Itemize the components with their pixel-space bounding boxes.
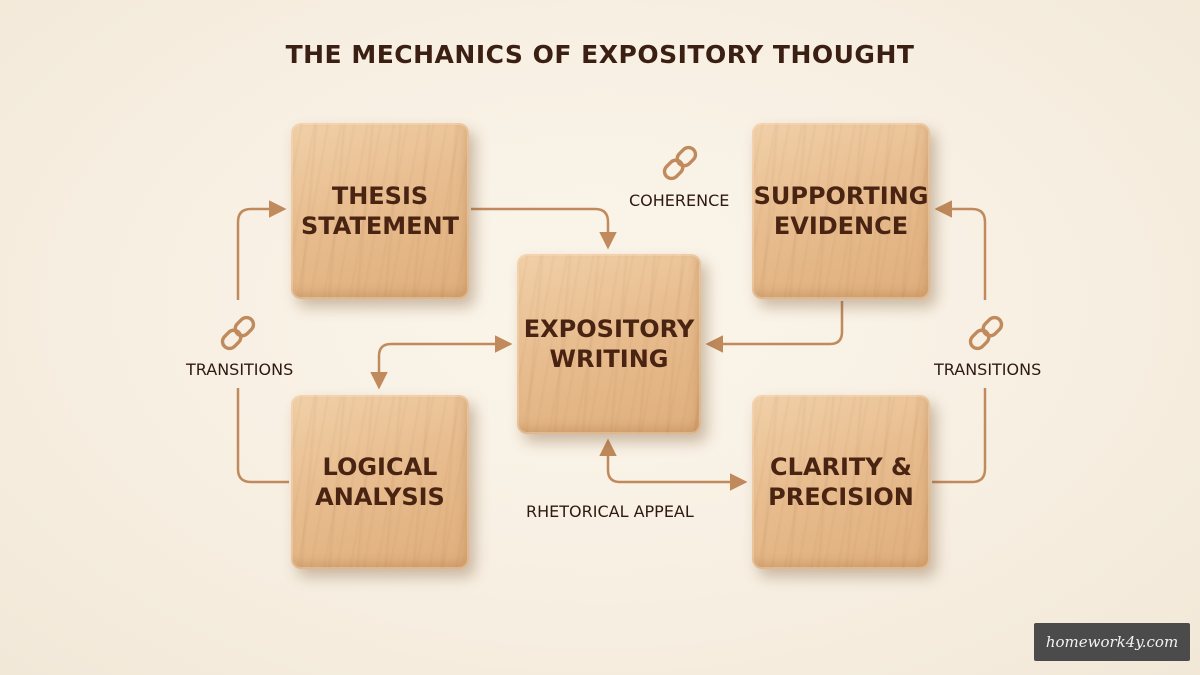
block-logical-line1: LOGICAL [322, 453, 438, 481]
block-clarity-label: CLARITY & PRECISION [758, 452, 924, 512]
block-evidence-line1: SUPPORTING [753, 182, 929, 210]
block-clarity-precision: CLARITY & PRECISION [752, 395, 930, 569]
block-center-line1: EXPOSITORY [523, 315, 695, 343]
block-thesis-line2: STATEMENT [301, 212, 460, 240]
line-clarity-to-evidence-lower [932, 388, 987, 484]
block-evidence-line2: EVIDENCE [773, 212, 909, 240]
label-coherence: COHERENCE [629, 191, 730, 210]
label-transitions-left: TRANSITIONS [186, 360, 294, 379]
block-thesis-line1: THESIS [331, 182, 429, 210]
block-expository-writing: EXPOSITORY WRITING [517, 254, 701, 434]
block-logical-line2: ANALYSIS [315, 483, 445, 511]
block-center-label: EXPOSITORY WRITING [514, 314, 704, 374]
arrow-center-clarity [599, 438, 748, 491]
link-icon [968, 315, 1004, 351]
label-rhetorical-appeal: RHETORICAL APPEAL [526, 502, 694, 521]
label-transitions-right: TRANSITIONS [934, 360, 1042, 379]
arrow-center-logical [370, 335, 513, 390]
block-supporting-evidence: SUPPORTING EVIDENCE [752, 123, 930, 299]
arrow-clarity-to-evidence-upper [934, 200, 987, 300]
block-logical-analysis: LOGICAL ANALYSIS [291, 395, 469, 569]
block-evidence-label: SUPPORTING EVIDENCE [744, 181, 939, 241]
block-thesis-label: THESIS STATEMENT [291, 181, 469, 241]
link-icon [220, 315, 256, 351]
block-clarity-line2: PRECISION [768, 483, 914, 511]
block-thesis-statement: THESIS STATEMENT [291, 123, 469, 299]
block-clarity-line1: CLARITY & [770, 453, 912, 481]
arrow-thesis-to-center [471, 207, 617, 250]
block-center-line2: WRITING [549, 345, 669, 373]
arrow-logical-to-thesis-upper [236, 200, 287, 300]
diagram-title: THE MECHANICS OF EXPOSITORY THOUGHT [285, 40, 915, 69]
arrow-evidence-to-center [705, 301, 844, 353]
link-icon [662, 145, 698, 181]
block-logical-label: LOGICAL ANALYSIS [305, 452, 455, 512]
line-logical-to-thesis-lower [236, 388, 289, 484]
watermark: homework4y.com [1034, 623, 1190, 661]
